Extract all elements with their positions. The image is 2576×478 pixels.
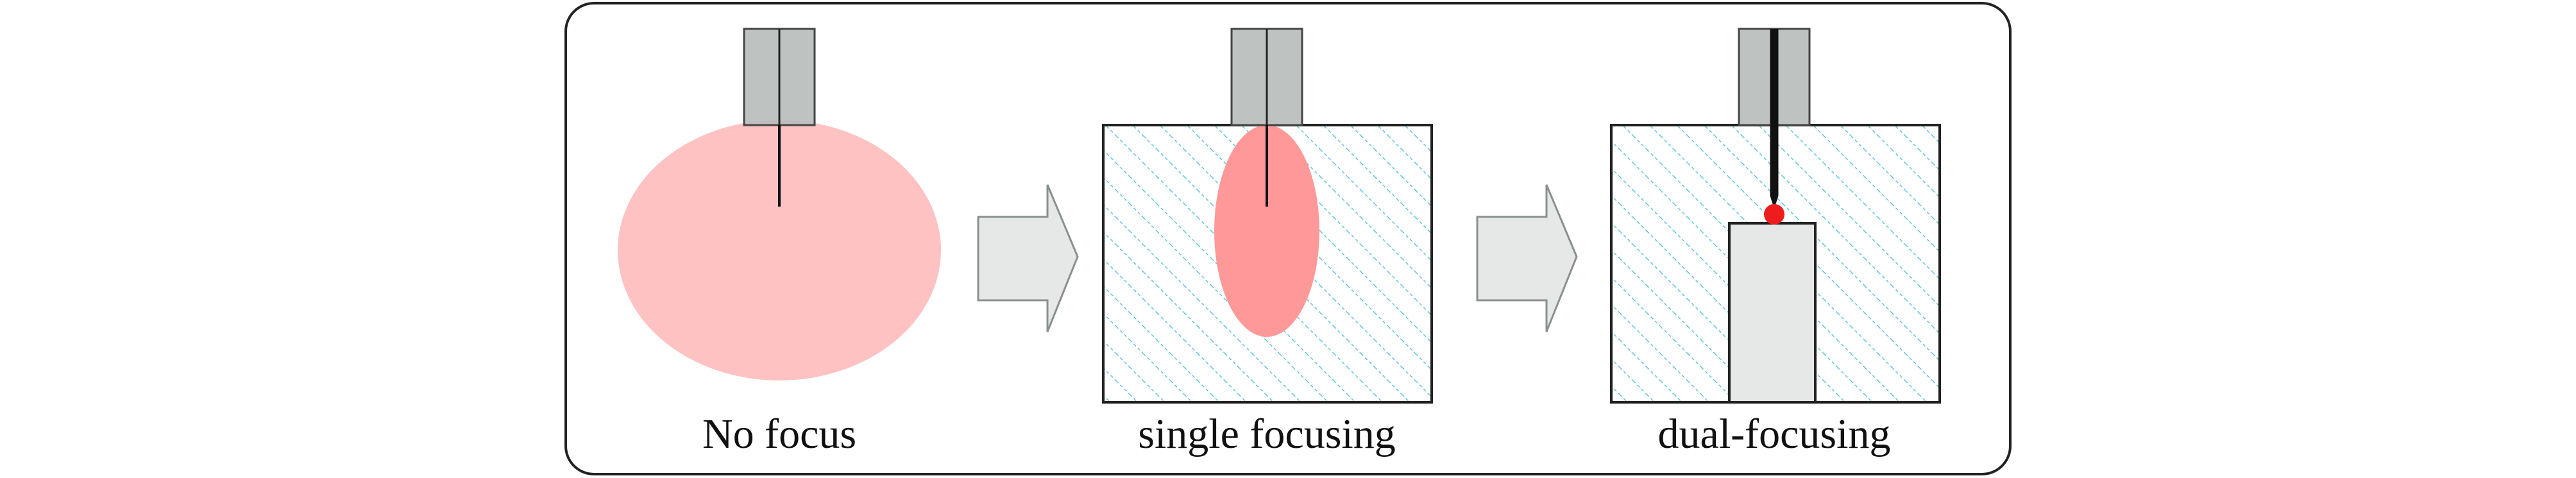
diffuse-plasma-region [618,120,941,380]
caption-no-focus: No focus [702,411,856,457]
caption-single-focusing: single focusing [1138,411,1395,457]
focused-hot-spot [1764,204,1784,225]
needle-tip [1770,196,1779,209]
caption-dual-focusing: dual-focusing [1658,411,1891,457]
transition-arrow-1 [977,184,1079,332]
transition-arrow-2 [1476,184,1578,332]
focused-plasma-region [1214,125,1319,337]
panel-no-focus: No focus [618,28,941,457]
panel-single-focusing: single focusing [1102,28,1433,457]
panel-dual-focusing: dual-focusing [1610,28,1941,457]
inner-counter-electrode [1728,222,1817,404]
